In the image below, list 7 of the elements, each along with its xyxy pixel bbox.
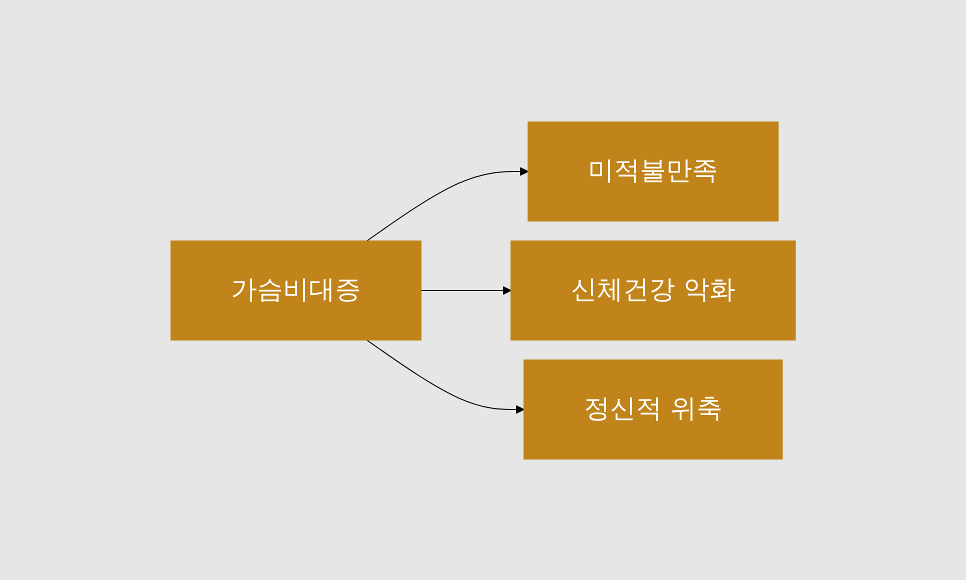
node-box: 신체건강 악화 xyxy=(510,240,796,340)
node-box: 가슴비대증 xyxy=(170,240,422,340)
node-box: 정신적 위축 xyxy=(523,359,783,459)
node-box: 미적불만족 xyxy=(528,121,778,221)
arrow xyxy=(420,286,512,294)
arrow xyxy=(366,339,524,414)
arrow xyxy=(366,166,528,241)
